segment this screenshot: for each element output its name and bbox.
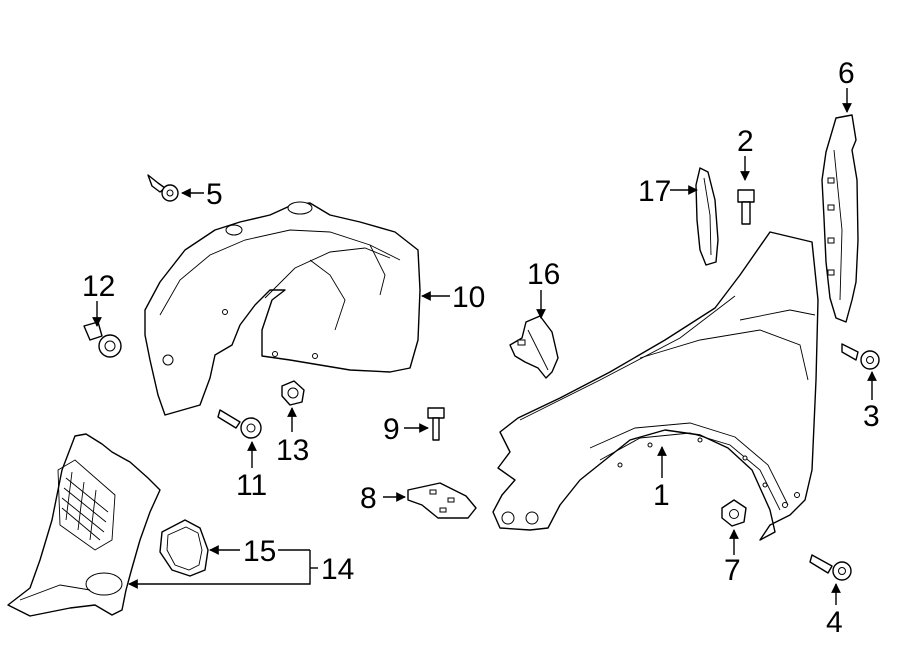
callout-17: 17 [638,175,671,208]
callout-16: 16 [527,258,560,291]
clip-part-12 [83,321,122,358]
callout-15: 15 [243,535,276,568]
callout-9: 9 [383,413,400,446]
fender-bracket-part [821,114,859,323]
bolt-part-2 [737,189,755,225]
grommet-part [159,519,209,577]
callout-14: 14 [321,553,354,586]
leader-lines [92,88,877,605]
fender-part [492,231,819,541]
screw-part-4 [809,554,852,581]
callout-4: 4 [826,606,843,639]
nut-part-7 [721,499,747,527]
callout-12: 12 [82,270,115,303]
bolt-part-9 [427,407,445,441]
screw-part-3 [841,343,880,370]
brace-part [407,482,477,519]
callout-10: 10 [452,281,485,314]
callout-13: 13 [276,434,309,467]
callout-6: 6 [838,57,855,90]
callout-1: 1 [653,479,670,512]
screw-part-11 [217,409,262,439]
wheel-liner-part [144,201,421,416]
splash-shield-part [7,433,161,617]
callout-11: 11 [236,469,267,502]
nut-part-13 [281,380,305,406]
callout-5: 5 [206,178,223,211]
screw-part-5 [147,174,179,202]
callout-7: 7 [724,554,741,587]
callout-2: 2 [737,125,754,158]
callout-3: 3 [863,400,880,433]
mount-bracket-part [509,315,559,379]
callout-8: 8 [360,482,377,515]
seal-strip-part [695,167,719,266]
callout-labels: 1 2 3 4 5 6 7 8 9 10 11 12 13 14 15 16 1… [82,57,880,639]
